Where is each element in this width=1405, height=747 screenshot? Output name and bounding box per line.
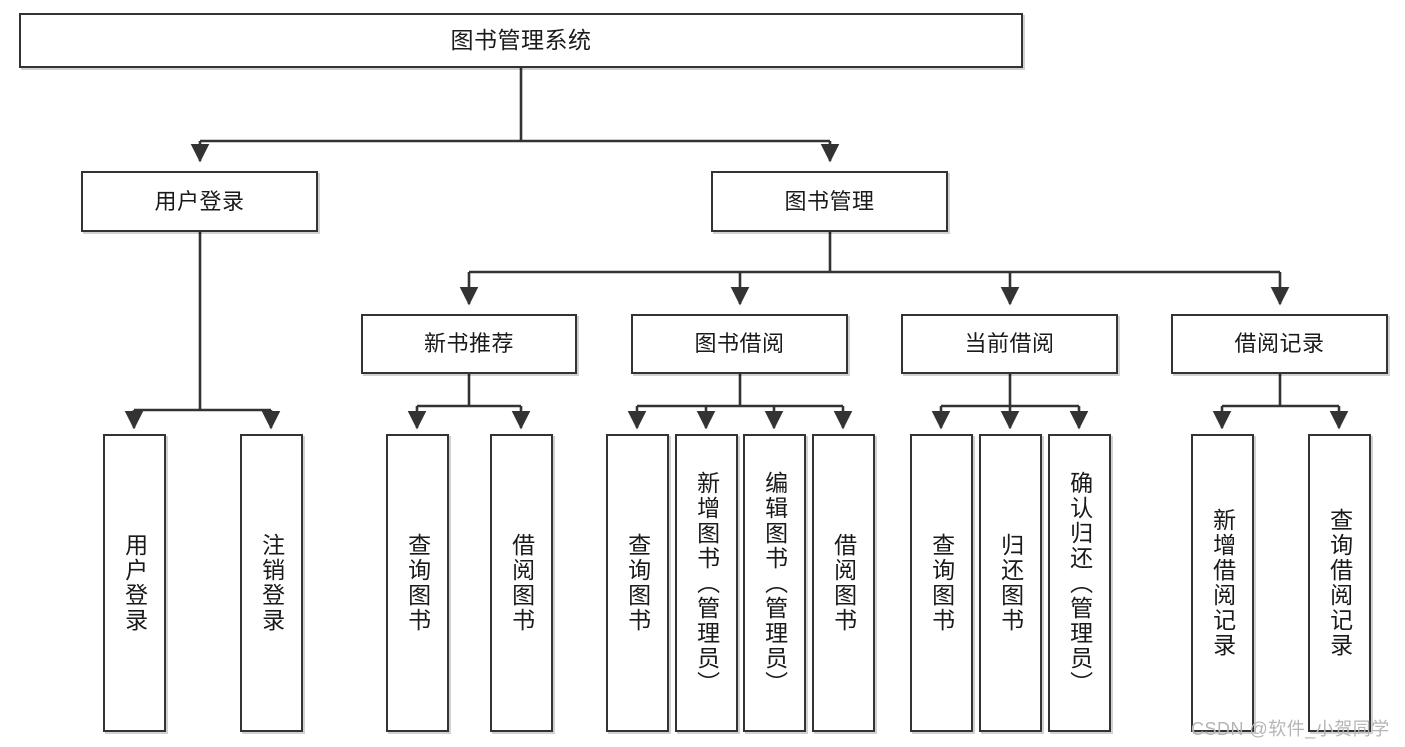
node-current-borrow[interactable]: 当前借阅 — [901, 314, 1118, 374]
node-leaf-query-book-1[interactable]: 查询图书 — [386, 434, 449, 732]
node-leaf-borrow-book-1[interactable]: 借阅图书 — [490, 434, 553, 732]
node-leaf-add-book[interactable]: 新增图书（管理员） — [675, 434, 738, 732]
node-book-management-label: 图书管理 — [784, 188, 875, 214]
node-book-borrow-label: 图书借阅 — [694, 331, 785, 357]
node-leaf-return-book-label: 归还图书 — [997, 533, 1024, 633]
node-borrow-record[interactable]: 借阅记录 — [1171, 314, 1388, 374]
node-leaf-add-book-label: 新增图书（管理员） — [693, 470, 720, 696]
node-leaf-query-book-2-label: 查询图书 — [624, 533, 651, 633]
node-leaf-add-record-label: 新增借阅记录 — [1209, 508, 1236, 658]
node-leaf-user-logout-label: 注销登录 — [258, 533, 285, 633]
node-root[interactable]: 图书管理系统 — [19, 13, 1023, 68]
node-leaf-edit-book-label: 编辑图书（管理员） — [761, 470, 788, 696]
node-leaf-user-login[interactable]: 用户登录 — [103, 434, 166, 732]
node-leaf-confirm-return[interactable]: 确认归还（管理员） — [1048, 434, 1111, 732]
node-leaf-confirm-return-label: 确认归还（管理员） — [1066, 470, 1093, 696]
node-user-login[interactable]: 用户登录 — [81, 171, 318, 232]
node-leaf-return-book[interactable]: 归还图书 — [979, 434, 1042, 732]
node-book-management[interactable]: 图书管理 — [711, 171, 948, 232]
node-leaf-query-book-1-label: 查询图书 — [404, 533, 431, 633]
node-leaf-borrow-book-2-label: 借阅图书 — [830, 533, 857, 633]
node-leaf-add-record[interactable]: 新增借阅记录 — [1191, 434, 1254, 732]
node-book-borrow[interactable]: 图书借阅 — [631, 314, 848, 374]
node-borrow-record-label: 借阅记录 — [1234, 331, 1325, 357]
node-leaf-edit-book[interactable]: 编辑图书（管理员） — [743, 434, 806, 732]
node-leaf-query-record[interactable]: 查询借阅记录 — [1308, 434, 1371, 732]
node-leaf-user-logout[interactable]: 注销登录 — [240, 434, 303, 732]
node-root-label: 图书管理系统 — [450, 26, 592, 53]
node-new-book-recommend[interactable]: 新书推荐 — [361, 314, 577, 374]
node-leaf-borrow-book-1-label: 借阅图书 — [508, 533, 535, 633]
node-current-borrow-label: 当前借阅 — [964, 331, 1055, 357]
csdn-watermark: CSDN @软件_小贺同学 — [1191, 719, 1390, 739]
node-new-book-recommend-label: 新书推荐 — [423, 331, 514, 357]
node-leaf-query-book-3[interactable]: 查询图书 — [910, 434, 973, 732]
node-leaf-query-record-label: 查询借阅记录 — [1326, 508, 1353, 658]
node-user-login-label: 用户登录 — [154, 188, 245, 214]
node-leaf-borrow-book-2[interactable]: 借阅图书 — [812, 434, 875, 732]
node-leaf-query-book-3-label: 查询图书 — [928, 533, 955, 633]
node-leaf-user-login-label: 用户登录 — [121, 533, 148, 633]
node-leaf-query-book-2[interactable]: 查询图书 — [606, 434, 669, 732]
